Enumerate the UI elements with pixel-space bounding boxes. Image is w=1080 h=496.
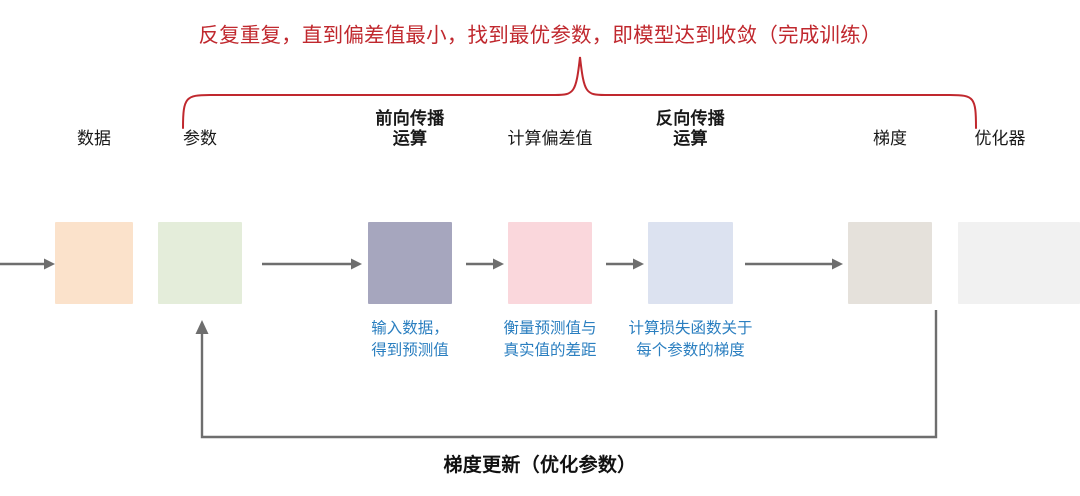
stage-label-text: 数据: [77, 129, 111, 149]
stage-box-optimizer: [958, 222, 1080, 304]
caption-line-1: 输入数据，: [371, 320, 449, 337]
stage-label-text: 参数: [183, 129, 217, 149]
stage-label-data: 数据: [0, 129, 204, 150]
stage-box-gradient: [848, 222, 932, 304]
caption-line-2: 真实值的差距: [503, 342, 597, 359]
stage-label-text: 反向传播: [655, 108, 726, 128]
stage-label-text: 计算偏差值: [507, 129, 593, 149]
stage-label-parameters: 参数: [90, 129, 310, 150]
arrow-loss-to-backward: [606, 256, 644, 272]
arrow-into-data: [0, 256, 55, 272]
arrow-backward-to-gradient: [745, 256, 843, 272]
stage-box-data: [55, 222, 133, 304]
caption-line-2: 每个参数的梯度: [636, 342, 745, 359]
stage-caption-compute-loss: 衡量预测值与 真实值的差距: [435, 318, 665, 362]
stage-caption-forward-propagation: 输入数据， 得到预测值: [295, 318, 525, 362]
stage-label-text: 梯度: [873, 129, 907, 149]
stage-label-optimizer: 优化器: [890, 129, 1080, 150]
stage-caption-backward-propagation: 计算损失函数关于 每个参数的梯度: [576, 318, 806, 362]
gradient-update-loop-arrow: [190, 300, 950, 450]
gradient-update-label: 梯度更新（优化参数）: [443, 455, 637, 476]
stage-label-compute-loss: 计算偏差值: [440, 129, 660, 150]
stage-label-backward-propagation: 反向传播 运算: [581, 109, 801, 150]
stage-label-gradient: 梯度: [780, 129, 1000, 150]
stage-box-compute-loss: [508, 222, 592, 304]
stage-label-text-line2: 运算: [392, 129, 428, 149]
stage-box-backward-propagation: [648, 222, 733, 304]
diagram-title: 反复重复，直到偏差值最小，找到最优参数，即模型达到收敛（完成训练）: [198, 24, 882, 47]
stage-label-forward-propagation: 前向传播 运算: [300, 109, 520, 150]
caption-line-2: 得到预测值: [371, 342, 449, 359]
arrow-parameters-to-forward: [262, 256, 362, 272]
stage-label-text: 前向传播: [375, 108, 445, 128]
caption-line-1: 衡量预测值与: [503, 320, 597, 337]
stage-box-forward-propagation: [368, 222, 452, 304]
caption-line-1: 计算损失函数关于: [628, 320, 753, 337]
stage-label-text: 优化器: [974, 129, 1026, 149]
arrow-forward-to-loss: [466, 256, 504, 272]
stage-box-parameters: [158, 222, 242, 304]
stage-label-text-line2: 运算: [673, 129, 708, 149]
training-loop-brace: [170, 55, 990, 130]
